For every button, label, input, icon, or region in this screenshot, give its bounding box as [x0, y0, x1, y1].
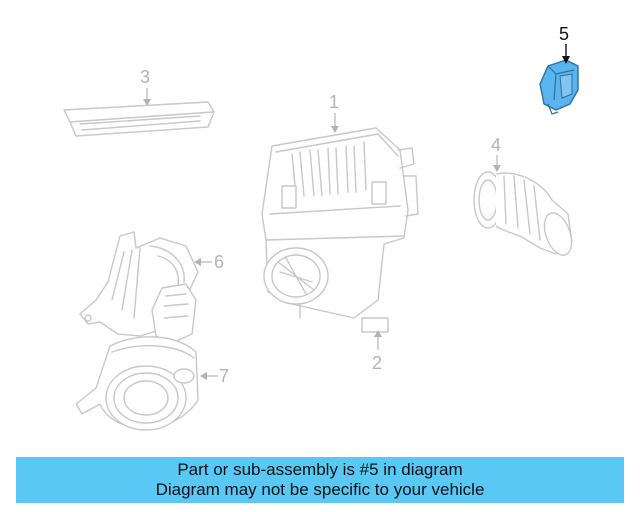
banner-line-2: Diagram may not be specific to your vehi…: [155, 480, 485, 499]
part-3-air-filter[interactable]: [63, 101, 215, 137]
callout-6[interactable]: 6: [214, 252, 225, 272]
part-5-highlighted[interactable]: [539, 59, 579, 115]
part-1-air-cleaner-housing[interactable]: [261, 127, 419, 333]
banner-line-1: Part or sub-assembly is #5 in diagram: [177, 460, 463, 479]
part-7-resonator[interactable]: [75, 336, 199, 431]
callout-3[interactable]: 3: [140, 67, 151, 87]
callout-5[interactable]: 5: [559, 24, 570, 44]
callout-7[interactable]: 7: [219, 366, 230, 386]
part-4-intake-duct[interactable]: [473, 171, 577, 259]
info-banner: Part or sub-assembly is #5 in diagram Di…: [16, 457, 624, 503]
callout-2[interactable]: 2: [372, 353, 383, 373]
callout-4[interactable]: 4: [491, 135, 502, 155]
part-6-inlet-tube[interactable]: [79, 231, 199, 345]
callout-1[interactable]: 1: [329, 92, 340, 112]
